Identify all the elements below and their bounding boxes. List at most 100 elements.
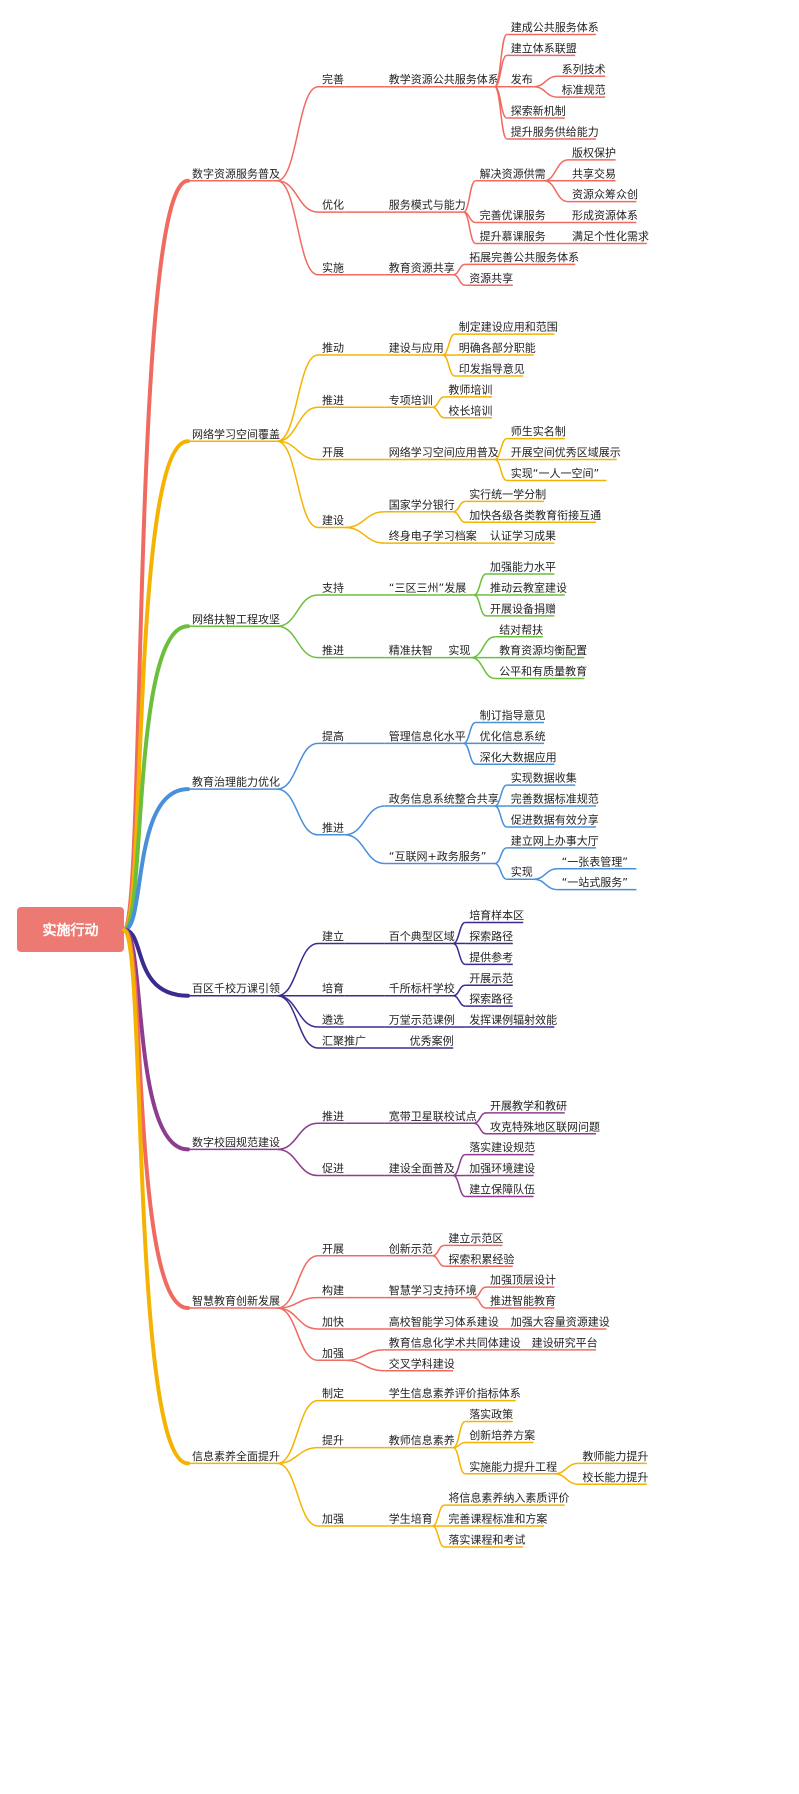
branch-4-2-2-2-1[interactable]: “一张表管理” — [562, 854, 628, 868]
branch-2-1[interactable]: 推动 — [322, 341, 344, 355]
branch-2-1-1-1[interactable]: 制定建设应用和范围 — [459, 320, 558, 334]
branch-4-1-1-3[interactable]: 深化大数据应用 — [480, 750, 557, 764]
branch-2-3[interactable]: 开展 — [322, 446, 344, 459]
branch-1-3-1[interactable]: 教育资源共享 — [389, 260, 455, 274]
branch-2-1-1[interactable]: 建设与应用 — [389, 341, 444, 355]
branch-4[interactable]: 教育治理能力优化 — [192, 775, 280, 789]
branch-5-3-1-1[interactable]: 发挥课例辐射效能 — [469, 1013, 557, 1027]
branch-4-2-1-3[interactable]: 促进数据有效分享 — [511, 812, 599, 826]
branch-4-2-2-2[interactable]: 实现 — [511, 865, 533, 879]
branch-6-1-1-2[interactable]: 攻克特殊地区联网问题 — [490, 1119, 600, 1133]
branch-7-1[interactable]: 开展 — [322, 1242, 344, 1255]
branch-5-4-1[interactable]: 优秀案例 — [410, 1033, 454, 1047]
branch-5-1-1[interactable]: 百个典型区域 — [389, 929, 455, 943]
branch-5-3[interactable]: 遴选 — [322, 1014, 344, 1027]
branch-5-2-1-2[interactable]: 探索路径 — [469, 992, 513, 1006]
branch-6-2-1-1[interactable]: 落实建设规范 — [469, 1140, 535, 1154]
branch-3-2-1-1[interactable]: 实现 — [448, 643, 470, 657]
branch-5-1[interactable]: 建立 — [322, 929, 344, 943]
branch-8-3-1[interactable]: 学生培育 — [389, 1512, 433, 1526]
branch-5-1-1-3[interactable]: 提供参考 — [469, 950, 513, 964]
branch-8-3-1-1[interactable]: 将信息素养纳入素质评价 — [448, 1491, 569, 1505]
branch-4-2[interactable]: 推进 — [322, 820, 344, 834]
branch-1-1-1-3-2[interactable]: 标准规范 — [562, 83, 606, 97]
branch-2-4-1-2[interactable]: 加快各级各类教育衔接互通 — [469, 508, 601, 522]
branch-1[interactable]: 数字资源服务普及 — [192, 166, 280, 180]
branch-1-1-1-4[interactable]: 探索新机制 — [511, 104, 566, 118]
branch-8-3-1-2[interactable]: 完善课程标准和方案 — [448, 1512, 547, 1526]
branch-3-2[interactable]: 推进 — [322, 643, 344, 657]
branch-4-2-2-1[interactable]: 建立网上办事大厅 — [511, 833, 599, 847]
branch-1-2-1-3-1[interactable]: 满足个性化需求 — [572, 229, 649, 243]
branch-6-1[interactable]: 推进 — [322, 1109, 344, 1123]
branch-6-2-1-2[interactable]: 加强环境建设 — [469, 1161, 535, 1175]
branch-2-1-1-2[interactable]: 明确各部分职能 — [459, 341, 536, 355]
branch-1-3-1-2[interactable]: 资源共享 — [469, 271, 513, 285]
branch-1-1[interactable]: 完善 — [322, 72, 344, 86]
branch-8-2-1-3-1[interactable]: 教师能力提升 — [582, 1449, 648, 1463]
branch-5-2[interactable]: 培育 — [322, 981, 344, 995]
branch-7-3-1[interactable]: 高校智能学习体系建设 — [389, 1314, 499, 1328]
branch-4-1-1-2[interactable]: 优化信息系统 — [480, 729, 546, 743]
branch-3-1-1-3[interactable]: 开展设备捐赠 — [490, 601, 556, 615]
branch-3[interactable]: 网络扶智工程攻坚 — [192, 612, 280, 626]
branch-4-1[interactable]: 提高 — [322, 729, 344, 743]
branch-4-2-1-1[interactable]: 实现数据收集 — [511, 771, 577, 785]
branch-7-2[interactable]: 构建 — [322, 1283, 344, 1297]
branch-6-1-1[interactable]: 宽带卫星联校试点 — [389, 1109, 477, 1123]
branch-5-1-1-1[interactable]: 培育样本区 — [469, 908, 524, 922]
branch-5-2-1[interactable]: 千所标杆学校 — [389, 981, 455, 995]
branch-7-4[interactable]: 加强 — [322, 1347, 344, 1360]
branch-2-1-1-3[interactable]: 印发指导意见 — [459, 361, 525, 375]
branch-3-1-1-2[interactable]: 推动云教室建设 — [490, 580, 567, 594]
branch-2-4-2-1[interactable]: 认证学习成果 — [490, 529, 556, 543]
branch-8-2-1-3-2[interactable]: 校长能力提升 — [582, 1470, 648, 1484]
branch-5-2-1-1[interactable]: 开展示范 — [469, 971, 513, 985]
branch-5-1-1-2[interactable]: 探索路径 — [469, 929, 513, 943]
branch-3-2-1[interactable]: 精准扶智 — [389, 643, 433, 657]
branch-2-3-1-2[interactable]: 开展空间优秀区域展示 — [511, 445, 621, 459]
branch-4-1-1[interactable]: 管理信息化水平 — [389, 729, 466, 743]
branch-1-2-1-1[interactable]: 解决资源供需 — [480, 166, 546, 180]
branch-1-1-1-2[interactable]: 建立体系联盟 — [511, 41, 577, 55]
branch-8-3-1-3[interactable]: 落实课程和考试 — [448, 1532, 525, 1546]
branch-1-1-1-1[interactable]: 建成公共服务体系 — [511, 20, 599, 34]
branch-1-2[interactable]: 优化 — [322, 198, 344, 212]
branch-7-2-1-2[interactable]: 推进智能教育 — [490, 1294, 556, 1308]
branch-5[interactable]: 百区千校万课引领 — [192, 981, 280, 995]
branch-1-3-1-1[interactable]: 拓展完善公共服务体系 — [469, 250, 579, 264]
branch-1-2-1-2[interactable]: 完善优课服务 — [480, 208, 546, 222]
branch-3-2-1-1-3[interactable]: 公平和有质量教育 — [499, 664, 587, 678]
branch-3-2-1-1-2[interactable]: 教育资源均衡配置 — [499, 643, 587, 657]
branch-7-3-1-1[interactable]: 加强大容量资源建设 — [511, 1314, 610, 1328]
branch-1-1-1-3-1[interactable]: 系列技术 — [562, 62, 606, 76]
branch-4-2-1-2[interactable]: 完善数据标准规范 — [511, 792, 599, 806]
branch-2-3-1-3[interactable]: 实现“一人一空间” — [511, 466, 599, 480]
branch-7-4-1[interactable]: 教育信息化学术共同体建设 — [389, 1335, 521, 1349]
branch-1-1-1[interactable]: 教学资源公共服务体系 — [389, 72, 499, 86]
branch-2-3-1[interactable]: 网络学习空间应用普及 — [389, 445, 499, 459]
branch-2-4-2[interactable]: 终身电子学习档案 — [389, 529, 477, 543]
branch-6-2[interactable]: 促进 — [322, 1161, 344, 1175]
branch-8-1[interactable]: 制定 — [322, 1386, 344, 1400]
branch-4-1-1-1[interactable]: 制订指导意见 — [480, 708, 546, 722]
branch-2-2-1[interactable]: 专项培训 — [389, 393, 433, 407]
branch-8-2[interactable]: 提升 — [322, 1434, 344, 1447]
branch-1-2-1-3[interactable]: 提升慕课服务 — [480, 229, 546, 243]
branch-8-2-1-2[interactable]: 创新培养方案 — [469, 1428, 535, 1442]
branch-1-2-1-2-1[interactable]: 形成资源体系 — [572, 208, 638, 222]
branch-4-2-2-2-2[interactable]: “一站式服务” — [562, 875, 628, 889]
branch-8-3[interactable]: 加强 — [322, 1513, 344, 1526]
branch-4-2-2[interactable]: “互联网+政务服务” — [389, 849, 487, 863]
branch-1-3[interactable]: 实施 — [322, 260, 344, 274]
branch-2-3-1-1[interactable]: 师生实名制 — [511, 424, 566, 438]
branch-7-4-1-1[interactable]: 建设研究平台 — [532, 1335, 598, 1349]
branch-3-1-1-1[interactable]: 加强能力水平 — [490, 560, 556, 574]
branch-2-2-1-2[interactable]: 校长培训 — [448, 403, 492, 417]
branch-1-1-1-3[interactable]: 发布 — [511, 72, 533, 86]
root-topic[interactable]: 实施行动 — [17, 907, 124, 952]
branch-6[interactable]: 数字校园规范建设 — [192, 1135, 280, 1149]
branch-3-1-1[interactable]: “三区三州”发展 — [389, 580, 466, 594]
branch-8-2-1-1[interactable]: 落实政策 — [469, 1407, 513, 1421]
branch-2-2[interactable]: 推进 — [322, 393, 344, 407]
